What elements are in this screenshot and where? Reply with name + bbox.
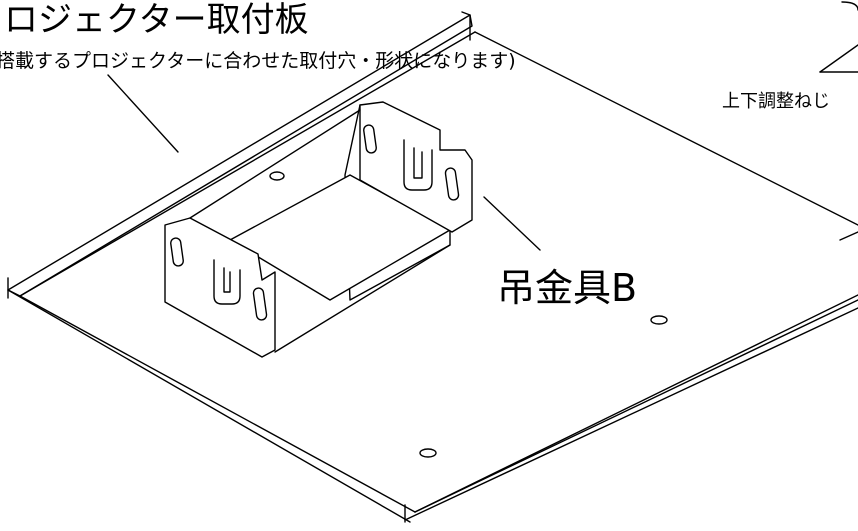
base-plate [7,31,858,523]
mounting-hole [419,448,437,458]
mounting-hole [269,171,285,181]
adjustment-screw-label: 上下調整ねじ [722,91,830,112]
front-flange [414,231,858,513]
bracket-b-label: 吊金具B [497,266,638,310]
diagram-subtitle: 搭載するプロジェクターに合わせた取付穴・形状になります) [0,50,516,72]
leader-lines [107,1,858,251]
hanging-bracket-b [164,101,473,358]
diagram-title: ロジェクター取付板 [4,0,309,40]
mounting-hole [650,315,668,325]
